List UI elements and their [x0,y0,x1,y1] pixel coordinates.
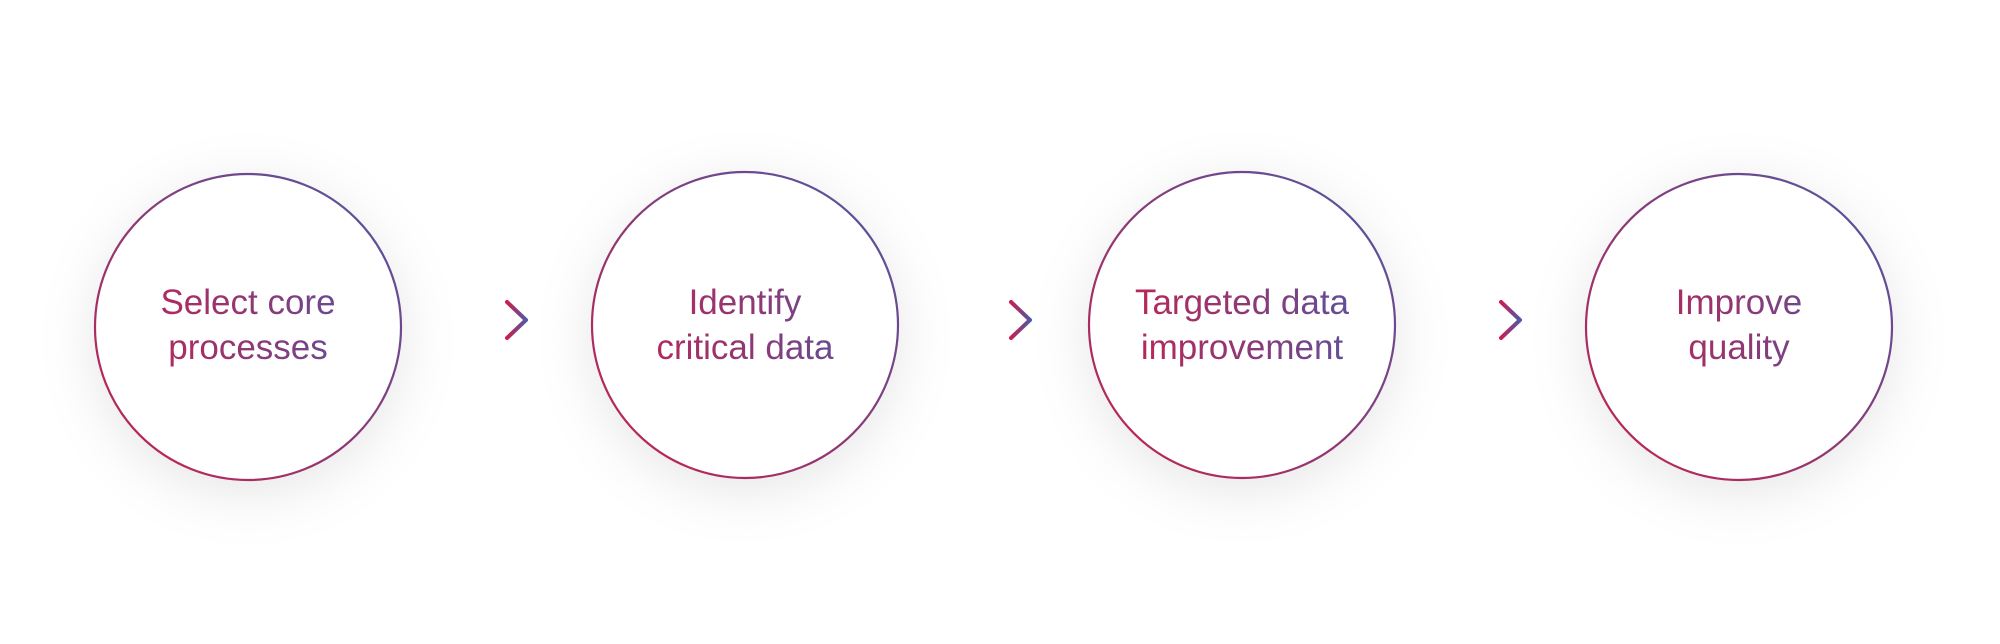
arrow-icon-3 [1459,300,1522,340]
step-3-node [1087,170,1397,480]
step-3-circle [1087,170,1397,480]
step-4-circle [1584,172,1894,482]
step-2-circle [590,170,900,480]
step-1-node [93,172,403,482]
step-4-node [1584,172,1894,482]
arrow-icon-1 [465,300,528,340]
step-1-circle [93,172,403,482]
arrow-icon-2 [969,300,1032,340]
step-2-node [590,170,900,480]
